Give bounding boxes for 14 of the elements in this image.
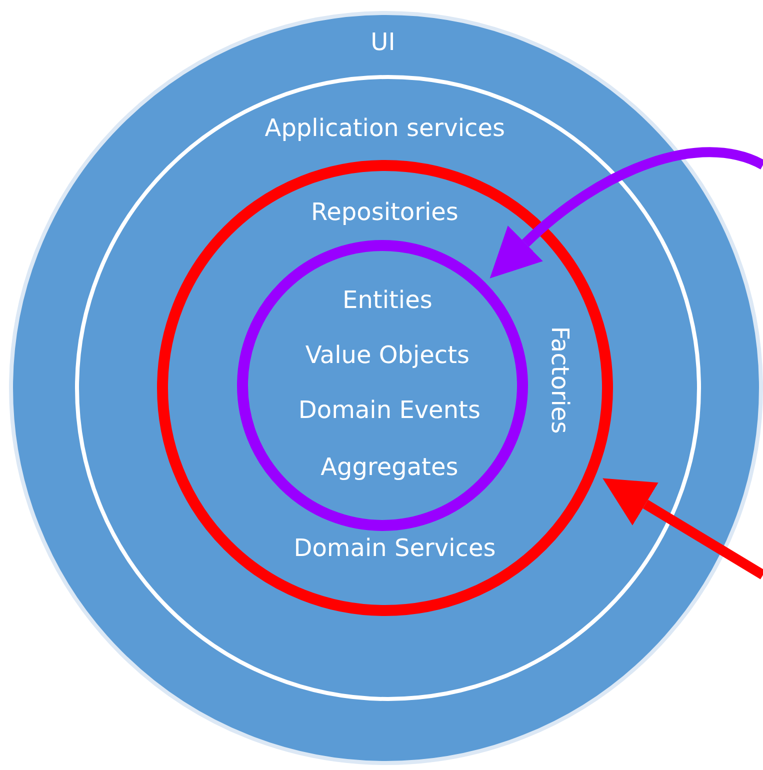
layer-ring (74, 75, 701, 701)
layer-ring (156, 160, 613, 616)
layer-ring (236, 240, 528, 532)
layer-label: Domain Services (294, 534, 496, 562)
arrow (602, 478, 763, 580)
layer-label: Domain Events (298, 396, 480, 424)
layer-label: UI (370, 28, 396, 56)
layer-label: Application services (264, 114, 505, 142)
layer-label: Entities (342, 286, 432, 314)
layer-label: Repositories (311, 198, 458, 226)
layer-label: Factories (546, 326, 574, 434)
layer-label: Value Objects (305, 340, 470, 369)
layer-label: Aggregates (320, 452, 458, 481)
arrow (488, 147, 763, 278)
